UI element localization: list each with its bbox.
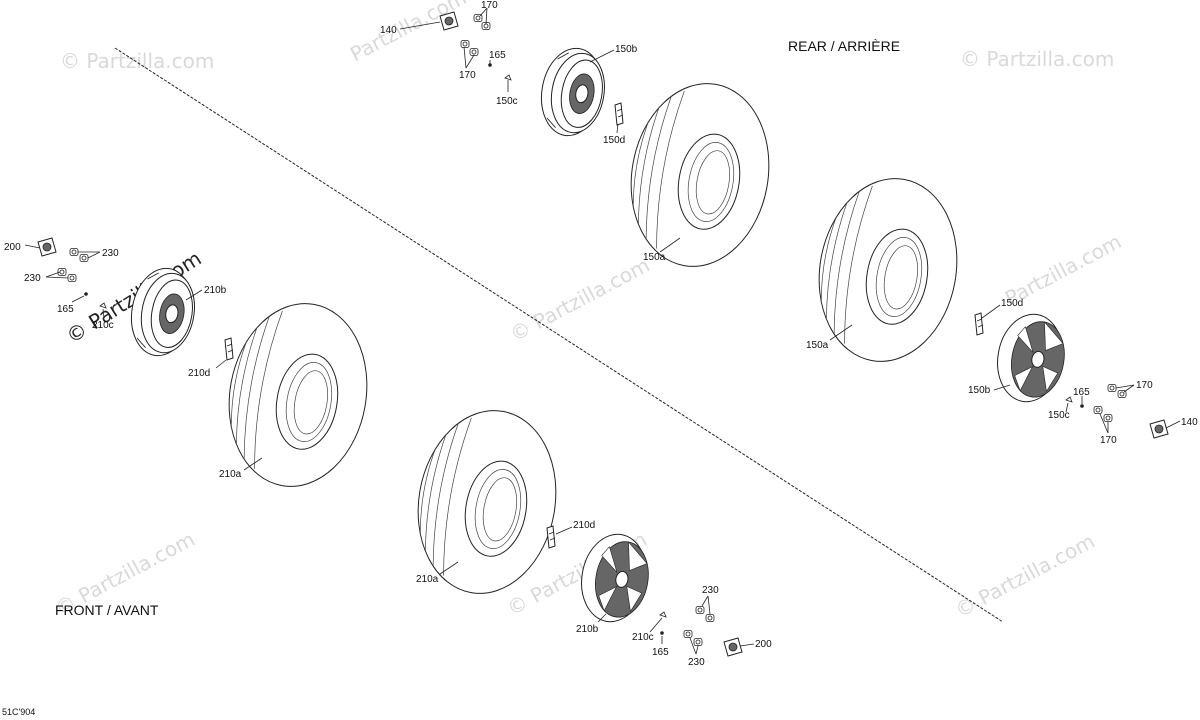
front-left-assembly: 200 230 230 165 210b 210c 210d 210a	[4, 237, 382, 498]
tire	[616, 72, 784, 278]
watermark: © Partzilla.com	[60, 49, 214, 73]
wheel-weight	[224, 337, 234, 361]
lug-nut	[67, 274, 77, 282]
hub-cap	[1149, 419, 1169, 439]
callout-label: 165	[1073, 387, 1090, 398]
callout-label: 170	[459, 70, 476, 81]
valve-stem	[659, 611, 667, 618]
callout-label: 230	[102, 248, 119, 259]
callout-label: 210a	[416, 574, 439, 585]
callout-label: 140	[1181, 417, 1198, 428]
rim	[124, 262, 202, 362]
wheel-weight	[546, 525, 556, 549]
callout-label: 150b	[615, 44, 638, 55]
callout-label: 150a	[806, 340, 829, 351]
lug-nut	[683, 630, 693, 638]
drawing-code: 51C'904	[2, 707, 35, 717]
valve-stem	[1065, 396, 1073, 403]
valve-stem	[504, 74, 512, 81]
callout-label: 210a	[219, 469, 242, 480]
rear-top-assembly: 140 170 170 165 150b 150c 150d 150a	[380, 0, 784, 278]
lug-nut	[705, 614, 715, 622]
hub-cap	[723, 637, 743, 657]
lug-nut	[69, 248, 79, 256]
callout-label: 210c	[632, 632, 654, 643]
callout-label: 230	[24, 273, 41, 284]
valve-stem	[99, 302, 107, 309]
lug-nut	[469, 48, 479, 56]
watermark: Partzilla.com	[346, 0, 470, 66]
callout-label: 230	[688, 657, 705, 668]
watermark: © Partzilla.com	[951, 529, 1099, 623]
lug-nut	[79, 254, 89, 262]
watermark: © Partzilla.com	[960, 47, 1114, 71]
callout-label: 150c	[496, 96, 518, 107]
lug-nut	[1093, 406, 1103, 414]
tire	[214, 292, 382, 498]
tire	[804, 167, 972, 373]
lug-nut	[693, 638, 703, 646]
valve-core	[660, 631, 664, 635]
callout-label: 150d	[603, 135, 625, 146]
watermark: © Partzilla.com	[506, 253, 654, 347]
callout-label: 170	[481, 0, 498, 11]
lug-nut	[460, 40, 470, 48]
callout-label: 210c	[92, 320, 114, 331]
callout-label: 200	[755, 639, 772, 650]
rim	[534, 42, 612, 142]
rim	[990, 308, 1072, 408]
callout-label: 150a	[643, 252, 666, 263]
callout-label: 170	[1136, 380, 1153, 391]
hub-cap	[37, 237, 57, 257]
callout-label: 165	[489, 50, 506, 61]
lug-nut	[1107, 384, 1117, 392]
wheel-weight	[614, 102, 624, 126]
callout-label: 210d	[188, 368, 210, 379]
front-bottom-assembly: 210d 210a 210b 210c 165 230 230 200	[403, 399, 772, 668]
rear-section-title: REAR / ARRIÈRE	[788, 38, 900, 54]
lug-nut	[695, 606, 705, 614]
callout-label: 140	[380, 25, 397, 36]
callout-label: 170	[1100, 435, 1117, 446]
callout-label: 210d	[573, 520, 595, 531]
valve-core	[1080, 404, 1084, 408]
callout-label: 165	[652, 647, 669, 658]
callout-label: 210b	[204, 285, 227, 296]
callout-label: 200	[4, 242, 21, 253]
callout-label: 150c	[1048, 410, 1070, 421]
valve-core	[84, 292, 88, 296]
callout-label: 165	[57, 304, 74, 315]
rear-right-assembly: 150d 150a 150b 165 170 150c 170 140	[804, 167, 1198, 446]
callout-label: 150d	[1001, 298, 1023, 309]
callout-label: 210b	[576, 624, 599, 635]
front-section-title: FRONT / AVANT	[55, 602, 159, 618]
lug-nut	[1103, 414, 1113, 422]
callout-label: 230	[702, 585, 719, 596]
callout-label: 150b	[968, 385, 991, 396]
wheel-weight	[974, 312, 984, 336]
divider-line	[114, 47, 1004, 623]
